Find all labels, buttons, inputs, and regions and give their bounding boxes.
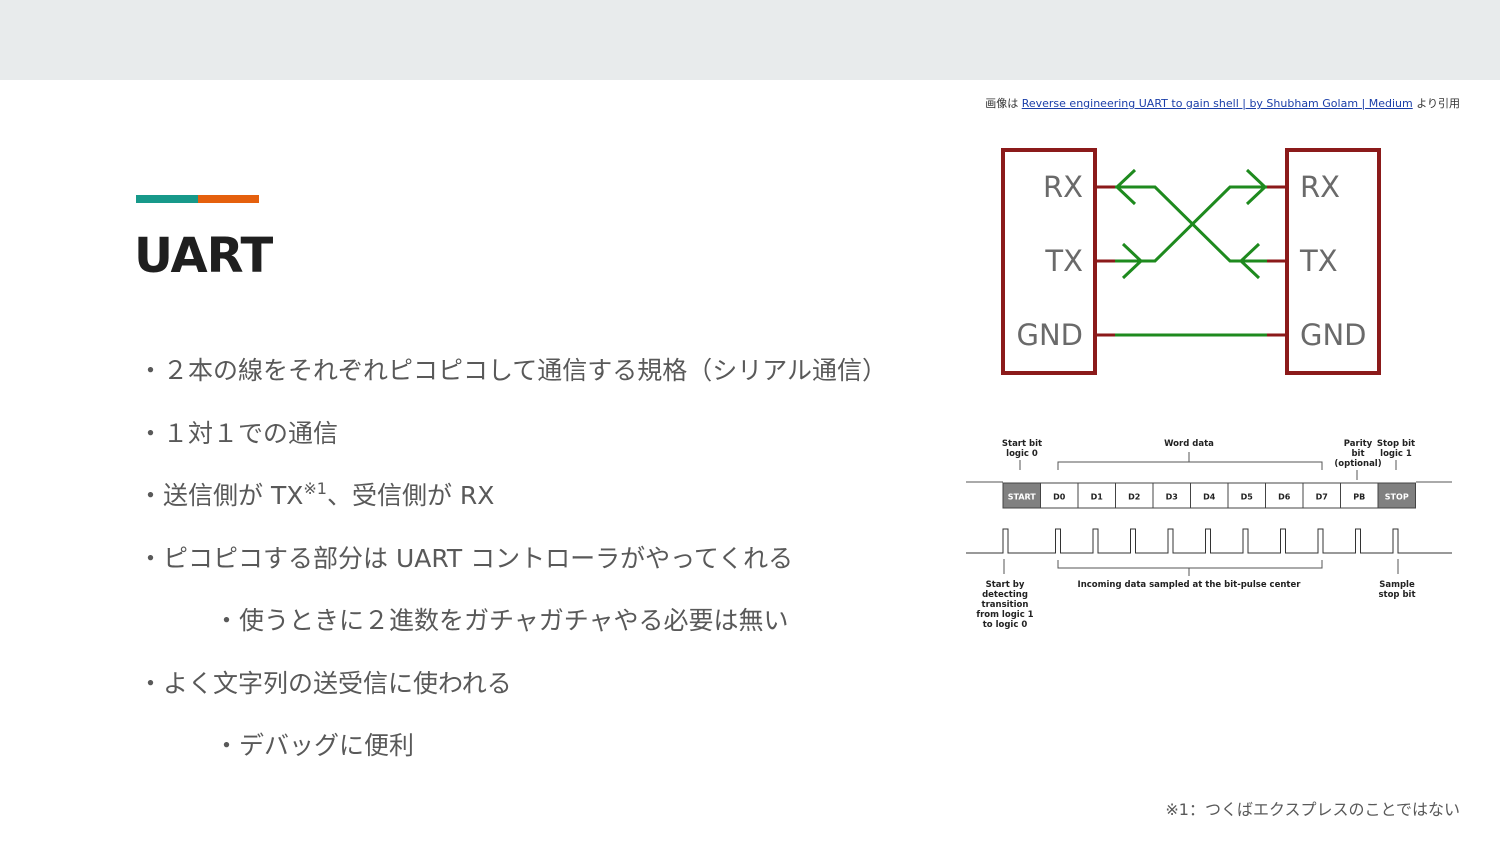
frame-cell-label: D4 [1203,493,1216,502]
word-data-label: Word data [1164,439,1214,449]
pin-label: GND [1300,318,1367,352]
frame-brackets [966,452,1452,483]
uart-frame-diagram: Start bit logic 0 Word data Parity bit (… [966,439,1452,630]
frame-top-labels: Start bit logic 0 Word data Parity bit (… [1002,439,1415,469]
stop-bit-label: logic 1 [1380,449,1412,459]
bullet-item: ・よく文字列の送受信に使われる [138,668,512,698]
wire-tx-left-to-rx-right [1115,185,1267,263]
bullet-item: ・ピコピコする部分は UART コントローラがやってくれる [138,543,794,573]
pin-label: RX [1300,170,1340,204]
parity-bit-label: bit [1351,449,1364,459]
signal-wires [1114,168,1268,337]
frame-cell [1002,482,1041,509]
start-detect-label: to logic 0 [983,620,1028,630]
frame-cell-label: D2 [1128,493,1140,502]
start-bit-label: logic 0 [1006,449,1038,459]
start-detect-label: Start by [986,580,1025,590]
stop-bit-label: Stop bit [1377,439,1415,449]
header-band [0,0,1500,80]
parity-bit-label: (optional) [1334,459,1381,469]
frame-cell-label: PB [1353,493,1365,502]
sample-stop-label: Sample [1379,580,1415,590]
pin-label: GND [1017,318,1084,352]
frame-cell [1115,482,1154,509]
frame-cell [1077,482,1116,509]
parity-bit-label: Parity [1344,439,1373,449]
frame-cell-label: START [1008,493,1037,502]
bullet-item: ・送信側が TX※1、受信側が RX [138,477,887,540]
sample-stop-label: stop bit [1378,590,1415,600]
frame-cell [1377,482,1416,509]
right-device-box [1285,148,1381,375]
footnote: ※1：つくばエクスプレスのことではない [1165,800,1460,819]
uart-wiring-diagram: RX TX GND RX TX GND [1001,148,1381,375]
image-credit: 画像は Reverse engineering UART to gain she… [985,95,1460,111]
frame-cell-label: D1 [1091,493,1104,502]
bullet-subitem: ・使うときに２進数をガチャガチャやる必要は無い [214,606,789,635]
bullet-text: ・送信側が TX [138,481,304,510]
arrow-out-of-right-tx [1238,242,1261,280]
frame-cell [1190,482,1229,509]
pin-label: TX [1044,244,1083,278]
accent-bar-orange [198,195,259,203]
frame-cell [1227,482,1266,509]
frame-cell [1302,482,1341,509]
credit-prefix: 画像は [985,97,1019,110]
frame-cell [1152,482,1191,509]
bullet-item: ・２本の線をそれぞれピコピコして通信する規格（シリアル通信） [138,356,888,385]
pin-stubs [1095,185,1287,337]
arrow-into-right-rx [1245,168,1268,206]
frame-cells: START D0 D1 D2 D3 D4 D5 D6 D7 PB STOP [1002,482,1416,509]
frame-bottom-brackets [1003,559,1399,576]
frame-cell-label: D3 [1166,493,1178,502]
credit-link[interactable]: Reverse engineering UART to gain shell |… [1021,97,1413,110]
pin-label: RX [1043,170,1083,204]
bullet-list: ・２本の線をそれぞれピコピコして通信する規格（シリアル通信） ・１対１での通信 … [138,352,887,790]
bullet-subitem: ・デバッグに便利 [214,731,415,760]
frame-cell [1265,482,1304,509]
frame-cell-label: STOP [1385,493,1409,502]
frame-cell-label: D7 [1316,493,1328,502]
credit-suffix: より引用 [1416,97,1460,110]
start-bit-label: Start bit [1002,439,1042,449]
frame-cell-label: D6 [1278,493,1291,502]
start-detect-label: from logic 1 [976,610,1033,620]
arrow-out-of-left-tx [1121,242,1144,280]
bullet-item: ・１対１での通信 [138,418,339,448]
frame-cell-label: D5 [1241,493,1254,502]
incoming-data-label: Incoming data sampled at the bit-pulse c… [1078,580,1302,590]
footnote-marker: ※1 [303,479,327,498]
slide-title: UART [134,228,273,284]
left-device-box [1001,148,1097,375]
sampling-pulse-wave [966,528,1452,554]
pin-labels: RX TX GND RX TX GND [1017,170,1367,352]
pin-label: TX [1299,244,1338,278]
bullet-text: 、受信側が RX [326,481,495,510]
start-detect-label: transition [982,600,1029,610]
frame-bottom-labels: Start by detecting transition from logic… [976,580,1415,630]
accent-bar-teal [136,195,198,203]
frame-cell-label: D0 [1053,493,1066,502]
start-detect-label: detecting [982,590,1028,600]
arrow-into-left-rx [1114,168,1137,206]
frame-cell [1040,482,1079,509]
